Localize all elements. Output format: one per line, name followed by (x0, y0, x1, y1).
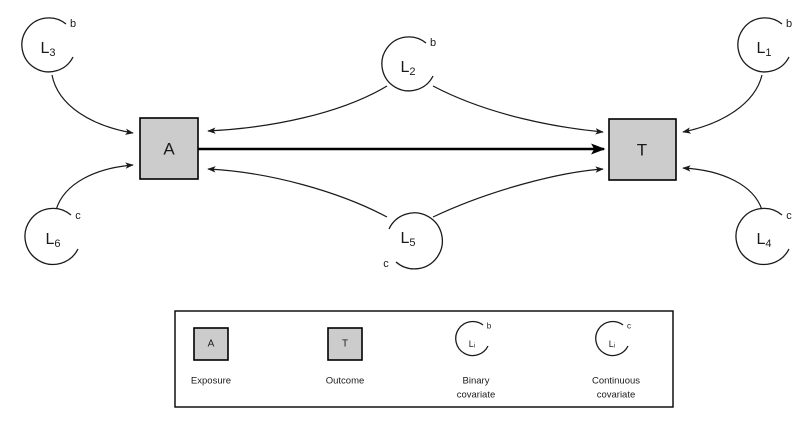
legend-item-binary: Lᵢ b Binary covariate (455, 320, 496, 401)
legend-frame (174, 310, 674, 408)
edge-L1-to-T (682, 74, 763, 134)
legend-exposure-caption: Exposure (191, 376, 231, 387)
legend-binary-circle (455, 320, 489, 357)
L5-label: L5 (400, 230, 415, 250)
L2-circle (381, 36, 434, 92)
L3-type-tag: b (70, 18, 76, 30)
L1-circle (737, 17, 790, 73)
node-L3[interactable]: L3 b (21, 17, 76, 73)
legend-exposure-glyph-label: A (208, 339, 215, 350)
L5-type-tag: c (383, 258, 389, 270)
edge-L6-to-A (55, 162, 134, 211)
node-L2[interactable]: L2 b (381, 36, 436, 92)
legend-continuous-glyph-label: Lᵢ (609, 339, 615, 349)
L3-circle (21, 17, 74, 73)
legend-continuous-caption-1: Continuous (592, 376, 640, 387)
legend-item-exposure: A Exposure (191, 327, 231, 387)
node-L5[interactable]: L5 c (383, 212, 443, 270)
legend-continuous-tag: c (627, 322, 631, 331)
L2-label: L2 (400, 59, 415, 79)
L6-label: L6 (45, 231, 60, 251)
edge-L2-to-T (432, 85, 604, 135)
edge-L3-to-A (51, 74, 134, 135)
node-outcome-T[interactable]: T (608, 118, 677, 181)
node-exposure-A[interactable]: A (139, 117, 199, 180)
legend-continuous-caption-2: covariate (597, 390, 636, 401)
node-L4[interactable]: L4 c (735, 207, 792, 266)
legend-item-outcome: T Outcome (326, 327, 365, 387)
legend-item-continuous: Lᵢ c Continuous covariate (592, 320, 640, 401)
node-L6[interactable]: L6 c (24, 207, 81, 266)
L2-type-tag: b (430, 37, 436, 49)
exposure-box (139, 117, 199, 180)
node-L1[interactable]: L1 b (737, 17, 792, 73)
L4-label: L4 (756, 231, 771, 251)
legend-binary-glyph-label: Lᵢ (469, 339, 475, 349)
legend-outcome-caption: Outcome (326, 376, 365, 387)
legend-outcome-glyph-label: T (342, 339, 348, 350)
L4-type-tag: c (786, 210, 792, 222)
legend-binary-caption-2: covariate (457, 390, 496, 401)
L6-type-tag: c (75, 210, 81, 222)
legend-continuous-circle (595, 320, 629, 357)
edge-group (51, 74, 763, 218)
L3-label: L3 (40, 40, 55, 60)
edge-L4-to-T (682, 165, 763, 211)
outcome-label: T (637, 141, 647, 160)
legend-binary-tag: b (487, 322, 492, 331)
legend-binary-caption-1: Binary (463, 376, 490, 387)
exposure-label: A (163, 140, 175, 159)
L1-label: L1 (756, 40, 771, 60)
L5-circle (388, 212, 443, 270)
edge-L5-to-A (207, 166, 388, 218)
edge-L2-to-A (207, 85, 388, 134)
legend-exposure-square (193, 327, 229, 361)
edge-L5-to-T (432, 166, 604, 218)
L4-circle (735, 207, 790, 266)
outcome-box (608, 118, 677, 181)
legend: A Exposure T Outcome Lᵢ b Binary covaria… (174, 310, 674, 408)
L1-type-tag: b (786, 18, 792, 30)
L6-circle (24, 207, 79, 266)
legend-outcome-square (327, 327, 363, 361)
